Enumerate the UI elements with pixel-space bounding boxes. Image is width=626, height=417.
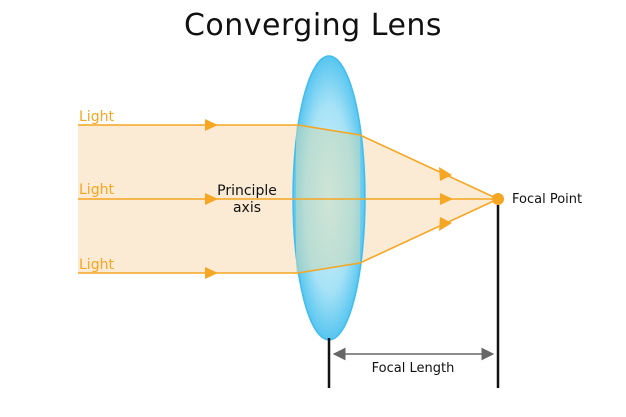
arrow-top-in — [205, 119, 218, 131]
principle-axis-label-line1: Principle — [217, 183, 277, 199]
arrow-mid-in — [205, 193, 218, 205]
arrow-mid-out — [440, 193, 453, 205]
arrow-bottom-in — [205, 267, 218, 279]
arrow-top-out — [439, 167, 452, 181]
principle-axis-label-line2: axis — [233, 200, 261, 216]
light-label-bottom: Light — [79, 257, 114, 273]
focal-length-label: Focal Length — [372, 361, 455, 376]
focal-point-label: Focal Point — [512, 192, 582, 207]
ray-top — [78, 124, 499, 200]
focal-point-dot — [492, 193, 504, 205]
arrow-bottom-out — [439, 217, 452, 231]
light-label-top: Light — [79, 109, 114, 125]
ray-bottom — [78, 198, 499, 274]
diagram-title: Converging Lens — [183, 8, 443, 43]
light-label-middle: Light — [79, 182, 114, 198]
